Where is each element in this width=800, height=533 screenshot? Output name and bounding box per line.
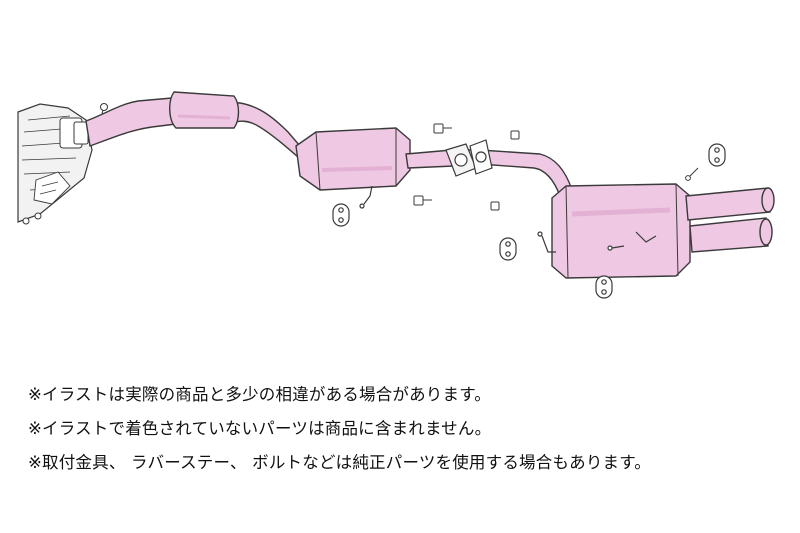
rubber-hangers: [332, 143, 726, 299]
disclaimer-notes: ※イラストは実際の商品と多少の相違がある場合があります。 ※イラストで着色されて…: [28, 378, 788, 480]
rubber-hanger-1: [332, 203, 350, 227]
note-genuine-parts: ※取付金具、 ラバーステー、 ボルトなどは純正パーツを使用する場合もあります。: [28, 453, 651, 472]
exhaust-system-illustration: [17, 91, 775, 299]
mid-bolts-and-nuts: [413, 123, 699, 211]
front-pipe-with-center-resonator: [85, 91, 307, 165]
note-uncolored-parts: ※イラストで着色されていないパーツは商品に含まれません。: [28, 419, 492, 438]
note-illustration-difference: ※イラストは実際の商品と多少の相違がある場合があります。: [28, 385, 491, 404]
rear-muffler: [551, 183, 691, 279]
dual-tail-pipes: [685, 187, 775, 253]
rubber-hanger-3: [499, 237, 517, 261]
rubber-hanger-2: [708, 143, 726, 167]
rubber-hanger-4: [595, 275, 613, 299]
mid-flange-gasket: [445, 139, 493, 177]
center-muffler-hangers: [359, 185, 373, 209]
rear-muffler-hangers: [537, 231, 657, 253]
center-muffler: [295, 127, 411, 191]
